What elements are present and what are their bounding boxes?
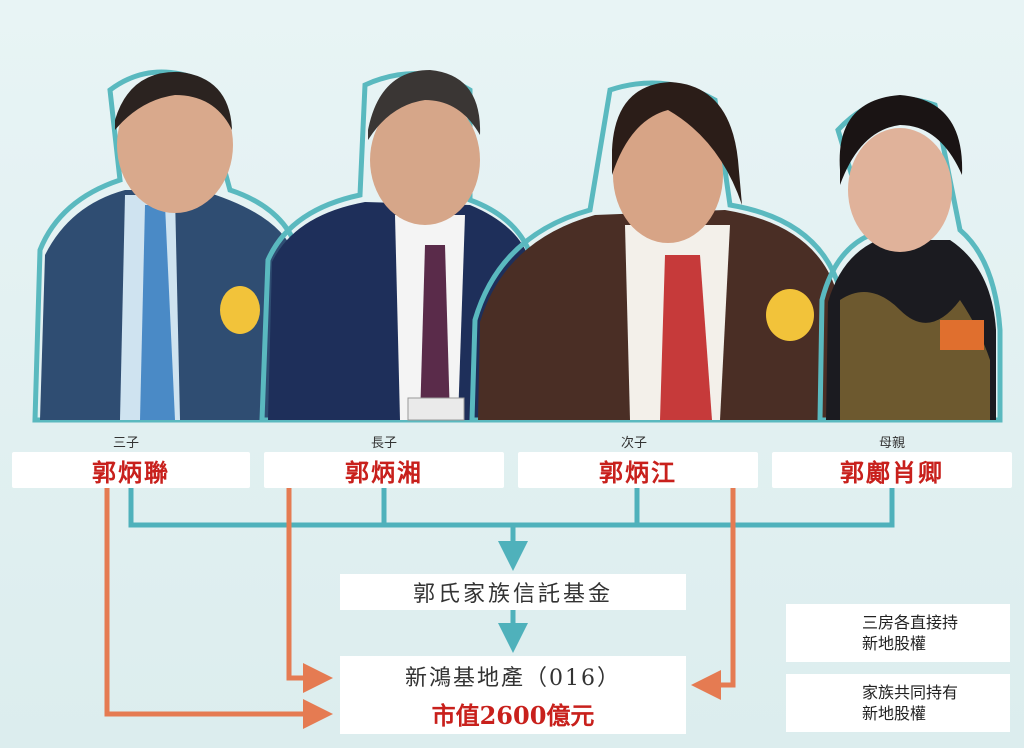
legend-direct-text: 三房各直接持 新地股權 [862,613,959,653]
portrait-second-son [469,80,843,423]
role-label-eldest-son: 長子 [370,436,397,451]
portrait-third-son [32,69,303,423]
role-label-second-son: 次子 [620,436,647,451]
name-box-third-son: 郭炳聯 [12,452,250,488]
company-name: 新鴻基地產（016） [405,665,621,691]
market-cap: 市值2600億元 [431,700,595,730]
portraits-group [32,69,1003,423]
family-trust-box: 郭氏家族信託基金 [340,574,686,610]
legend-direct: 三房各直接持 新地股權 [786,604,1010,662]
direct-holding-lines [104,488,736,729]
role-label-third-son: 三子 [112,436,139,451]
legend-family-text: 家族共同持有 新地股權 [862,683,959,723]
legend-family: 家族共同持有 新地股權 [786,674,1010,732]
role-label-mother: 母親 [878,436,905,451]
company-box: 新鴻基地產（016） 市值2600億元 [340,656,686,734]
name-box-eldest-son: 郭炳湘 [264,452,504,488]
name-box-mother: 郭鄺肖卿 [772,452,1012,488]
portrait-eldest-son [259,70,538,423]
portrait-mother [817,95,1003,423]
name-box-second-son: 郭炳江 [518,452,758,488]
family-holding-lines [128,488,895,653]
